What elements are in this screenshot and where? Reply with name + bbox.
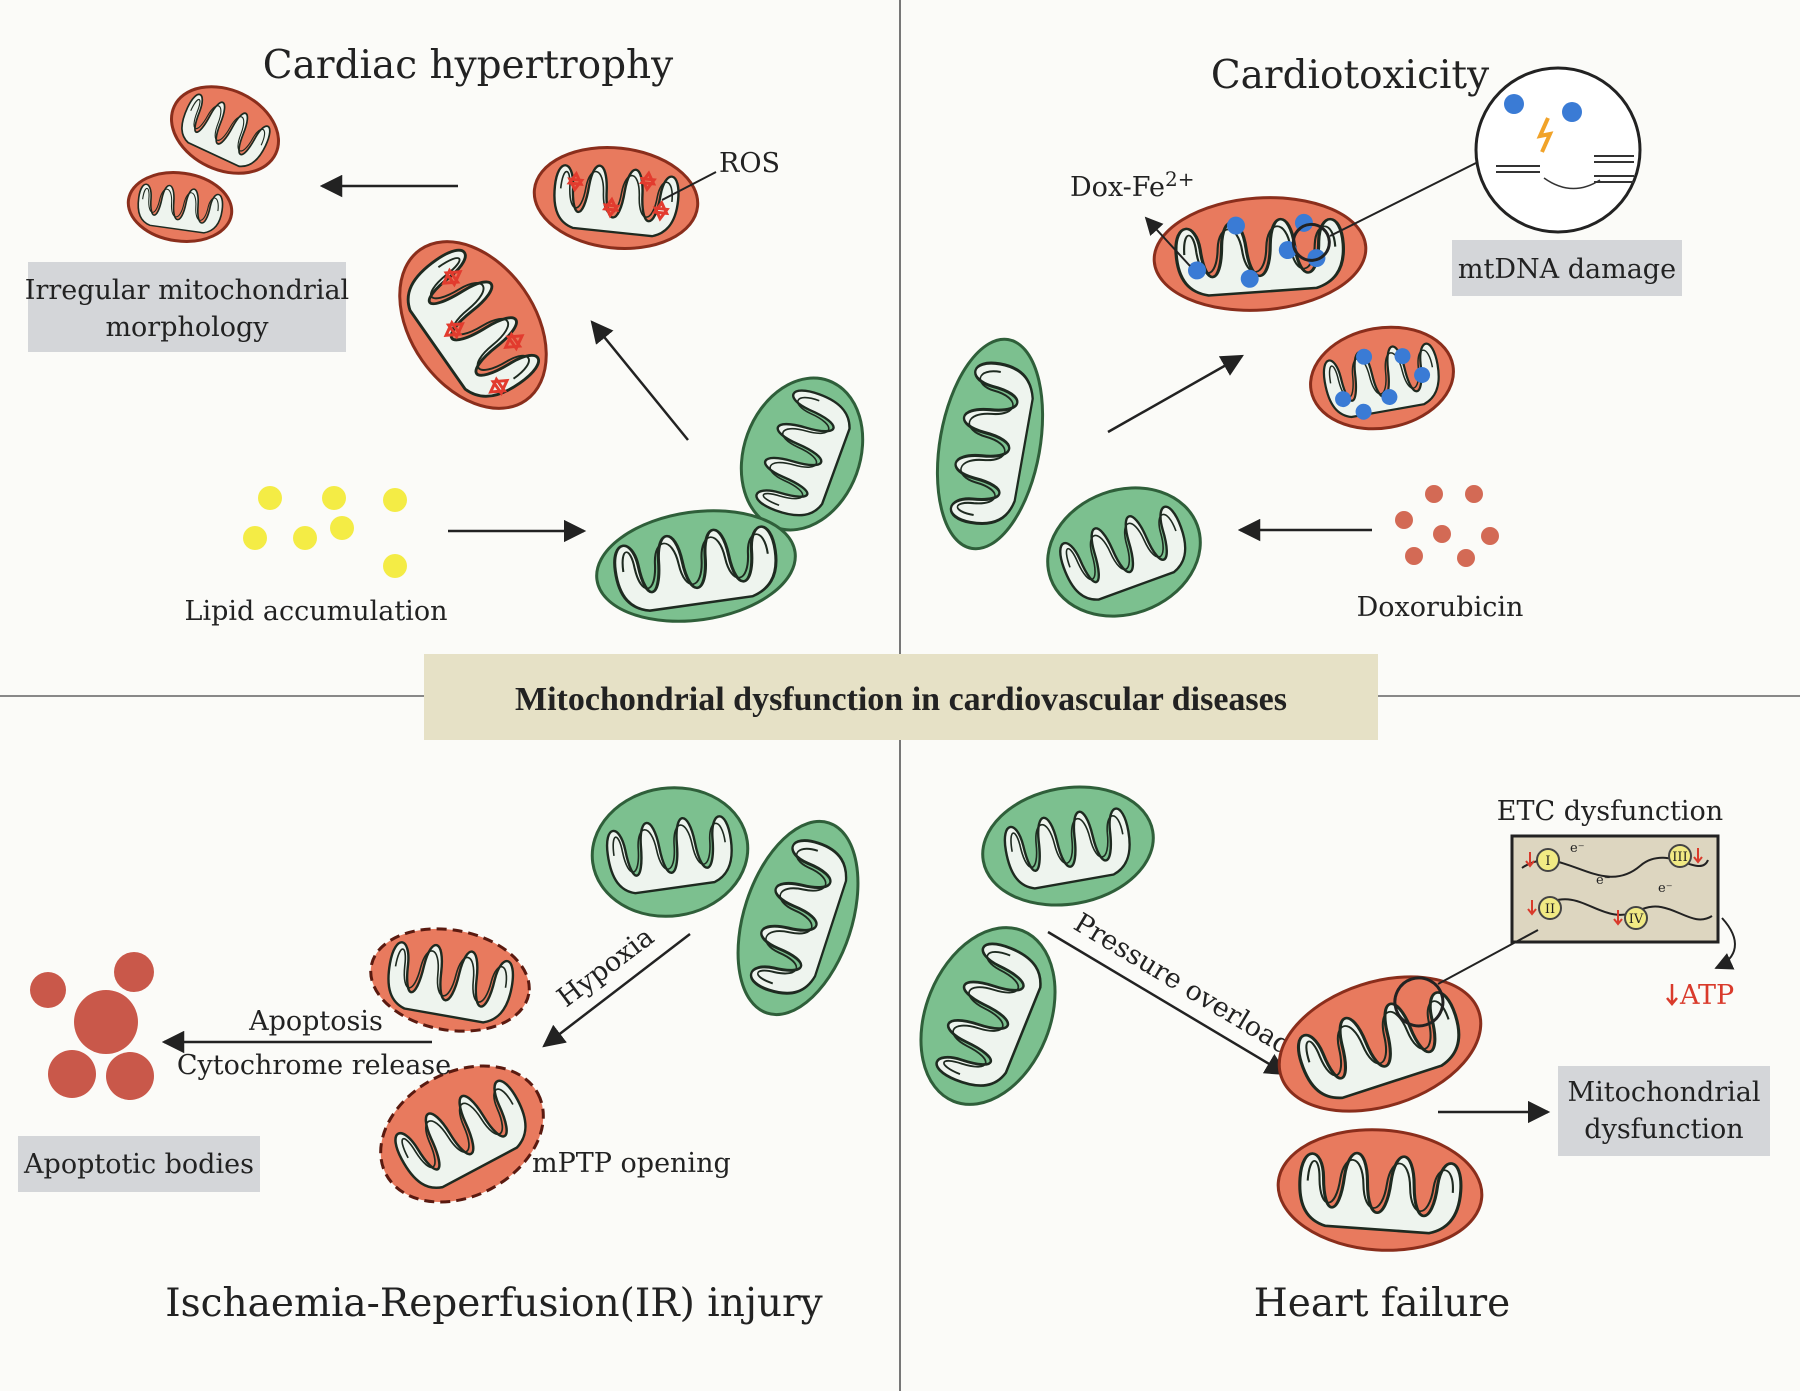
mitochondrion-healthy-3 — [935, 337, 1045, 551]
label-mito-dysfunction-line2: dysfunction — [1584, 1114, 1743, 1145]
etc-connector — [1437, 929, 1539, 985]
label-doxorubicin: Doxorubicin — [1357, 592, 1524, 623]
title-heart-failure: Heart failure — [1254, 1281, 1511, 1326]
lightning-icon — [1536, 117, 1554, 153]
complex-ii-label: II — [1545, 902, 1555, 917]
gray-box-irregular: Irregular mitochondrial morphology — [25, 262, 349, 352]
quadrant-ir-injury: Hypoxia mPTP opening Apoptosis Cytochrom… — [18, 786, 860, 1326]
electron-label: e⁻ — [1596, 873, 1611, 888]
ros-star-icon — [488, 376, 510, 397]
mitochondrion-dashed-2 — [379, 1064, 545, 1204]
gray-box-mtdna: mtDNA damage — [1452, 240, 1682, 296]
complex-i-label: I — [1545, 854, 1550, 869]
mitochondrion-ros-large — [393, 240, 549, 413]
down-arrow-icon — [1525, 852, 1535, 868]
doxorubicin-dots — [1395, 485, 1499, 567]
mitochondrion-irregular-2 — [126, 171, 234, 243]
lipid-droplets — [243, 486, 407, 578]
label-etc-dysfunction: ETC dysfunction — [1497, 796, 1723, 827]
complex-iii-label: III — [1672, 850, 1687, 865]
mitochondrion-healthy-8 — [919, 926, 1057, 1106]
down-arrow-icon — [1693, 848, 1703, 864]
label-ros: ROS — [719, 148, 780, 179]
apoptotic-bodies — [30, 952, 154, 1100]
label-lipid-accumulation: Lipid accumulation — [185, 596, 448, 627]
down-arrow-icon — [1666, 984, 1678, 1006]
label-irregular-line1: Irregular mitochondrial — [25, 275, 349, 306]
center-title: Mitochondrial dysfunction in cardiovascu… — [515, 681, 1287, 718]
arrow-to-ros — [590, 320, 689, 441]
mtdna-zoom-circle — [1474, 66, 1642, 234]
ros-star-icon — [566, 170, 585, 193]
etc-panel: I II III IV e⁻ e⁻ e⁻ — [1510, 834, 1720, 944]
pointer-dox-fe — [1144, 216, 1191, 267]
label-mito-dysfunction-line1: Mitochondrial — [1567, 1077, 1760, 1108]
ros-star-icon — [638, 170, 657, 193]
down-arrow-icon — [1527, 900, 1537, 916]
label-irregular-line2: morphology — [105, 312, 269, 343]
mitochondrion-dashed-1 — [369, 927, 531, 1033]
complex-iv-label: IV — [1629, 912, 1644, 927]
arrow-to-damaged — [1107, 354, 1244, 434]
mitochondrion-dox-fe — [1152, 196, 1368, 312]
label-cytochrome-release: Cytochrome release — [177, 1050, 451, 1081]
label-mptp-opening: mPTP opening — [532, 1148, 731, 1179]
down-arrow-icon — [1613, 910, 1623, 926]
ros-star-icon — [602, 196, 620, 219]
mitochondrion-healthy-2 — [595, 509, 797, 623]
mitochondrion-failing-1 — [1277, 975, 1483, 1113]
ros-pointer — [661, 171, 717, 201]
ros-star-icon — [503, 331, 525, 352]
label-apoptotic-bodies: Apoptotic bodies — [23, 1149, 254, 1180]
mitochondrion-healthy-4 — [1046, 486, 1202, 618]
mitochondrion-healthy-6 — [736, 819, 860, 1017]
mitochondrion-ros-top — [532, 146, 700, 250]
label-atp: ATP — [1679, 980, 1734, 1011]
gray-box-mito-dysfunction: Mitochondrial dysfunction — [1558, 1066, 1770, 1156]
ros-star-icon — [651, 199, 670, 222]
title-cardiotoxicity: Cardiotoxicity — [1211, 53, 1489, 98]
quadrant-heart-failure: Pressure overload ETC dysfunction I II I… — [919, 785, 1770, 1326]
quadrant-cardiotoxicity: Cardiotoxicity — [935, 53, 1682, 623]
arrow-pressure-overload — [1047, 930, 1288, 1076]
label-apoptosis: Apoptosis — [248, 1006, 383, 1037]
label-pressure-overload: Pressure overload — [1068, 907, 1297, 1061]
zoom-connector — [1329, 161, 1479, 237]
electron-label: e⁻ — [1570, 841, 1585, 856]
atp-down: ATP — [1666, 980, 1734, 1011]
mitochondrion-failing-2 — [1276, 1128, 1484, 1252]
title-ir-injury: Ischaemia-Reperfusion(IR) injury — [165, 1281, 822, 1326]
mitochondrion-irregular-1 — [170, 85, 280, 175]
electron-label: e⁻ — [1658, 881, 1673, 896]
arrow-hypoxia — [542, 933, 691, 1048]
mitochondrion-dox-2 — [1309, 325, 1455, 431]
mitochondrion-healthy-5 — [590, 786, 750, 918]
title-cardiac-hypertrophy: Cardiac hypertrophy — [263, 43, 673, 88]
quadrant-cardiac-hypertrophy: Cardiac hypertrophy Irregular mitochondr… — [25, 43, 865, 627]
gray-box-apoptotic: Apoptotic bodies — [18, 1136, 260, 1192]
ros-star-icon — [443, 319, 465, 340]
ros-star-icon — [441, 267, 463, 288]
label-mtdna-damage: mtDNA damage — [1458, 254, 1676, 285]
arrow-etc-to-atp — [1714, 917, 1736, 970]
mitochondrion-healthy-7 — [981, 785, 1155, 907]
center-title-box: Mitochondrial dysfunction in cardiovascu… — [424, 654, 1378, 740]
label-dox-fe: Dox-Fe2+ — [1070, 167, 1195, 203]
